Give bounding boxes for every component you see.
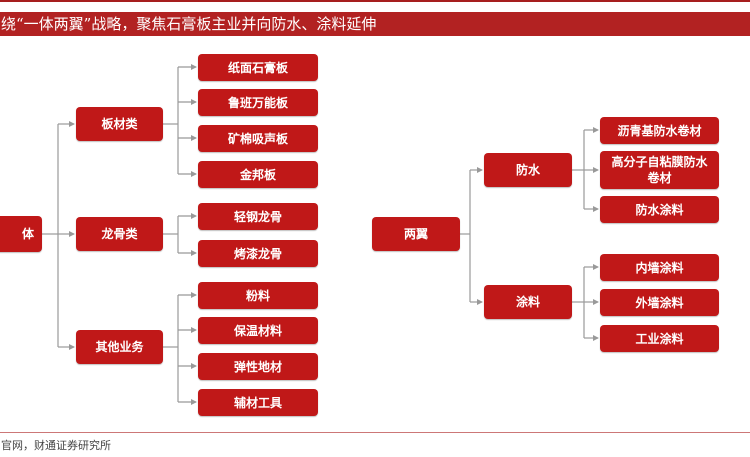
category-other: 其他业务 <box>76 330 163 364</box>
title-bar: 围绕“一体两翼”战略，聚焦石膏板主业并向防水、涂料延伸 <box>0 12 750 36</box>
right-root-node: 两翼 <box>372 217 460 251</box>
item-insulation: 保温材料 <box>198 317 318 344</box>
item-interior-paint: 内墙涂料 <box>600 254 719 281</box>
item-mineral-wool-board: 矿棉吸声板 <box>198 125 318 152</box>
item-painted-keel: 烤漆龙骨 <box>198 240 318 267</box>
item-paper-gypsum-board: 纸面石膏板 <box>198 54 318 81</box>
category-boards: 板材类 <box>76 107 163 141</box>
source-note: 司官网，财通证券研究所 <box>0 439 111 452</box>
left-root-node: 体 <box>0 216 42 252</box>
item-polymer-membrane: 高分子自粘膜防水卷材 <box>600 151 719 189</box>
item-asphalt-membrane: 沥青基防水卷材 <box>600 117 719 144</box>
category-coating: 涂料 <box>484 285 572 319</box>
item-waterproof-coating: 防水涂料 <box>600 196 719 223</box>
item-industrial-paint: 工业涂料 <box>600 325 719 352</box>
top-rule <box>0 0 750 2</box>
item-exterior-paint: 外墙涂料 <box>600 289 719 316</box>
category-keel: 龙骨类 <box>76 217 163 251</box>
item-auxiliary-tools: 辅材工具 <box>198 389 318 416</box>
category-waterproof: 防水 <box>484 153 572 187</box>
page-title: 围绕“一体两翼”战略，聚焦石膏板主业并向防水、涂料延伸 <box>0 15 377 33</box>
item-elastic-flooring: 弹性地材 <box>198 353 318 380</box>
item-light-steel-keel: 轻钢龙骨 <box>198 203 318 230</box>
item-luban-board: 鲁班万能板 <box>198 89 318 116</box>
bottom-rule <box>0 432 750 433</box>
item-jinbang-board: 金邦板 <box>198 161 318 188</box>
item-powder: 粉料 <box>198 282 318 309</box>
